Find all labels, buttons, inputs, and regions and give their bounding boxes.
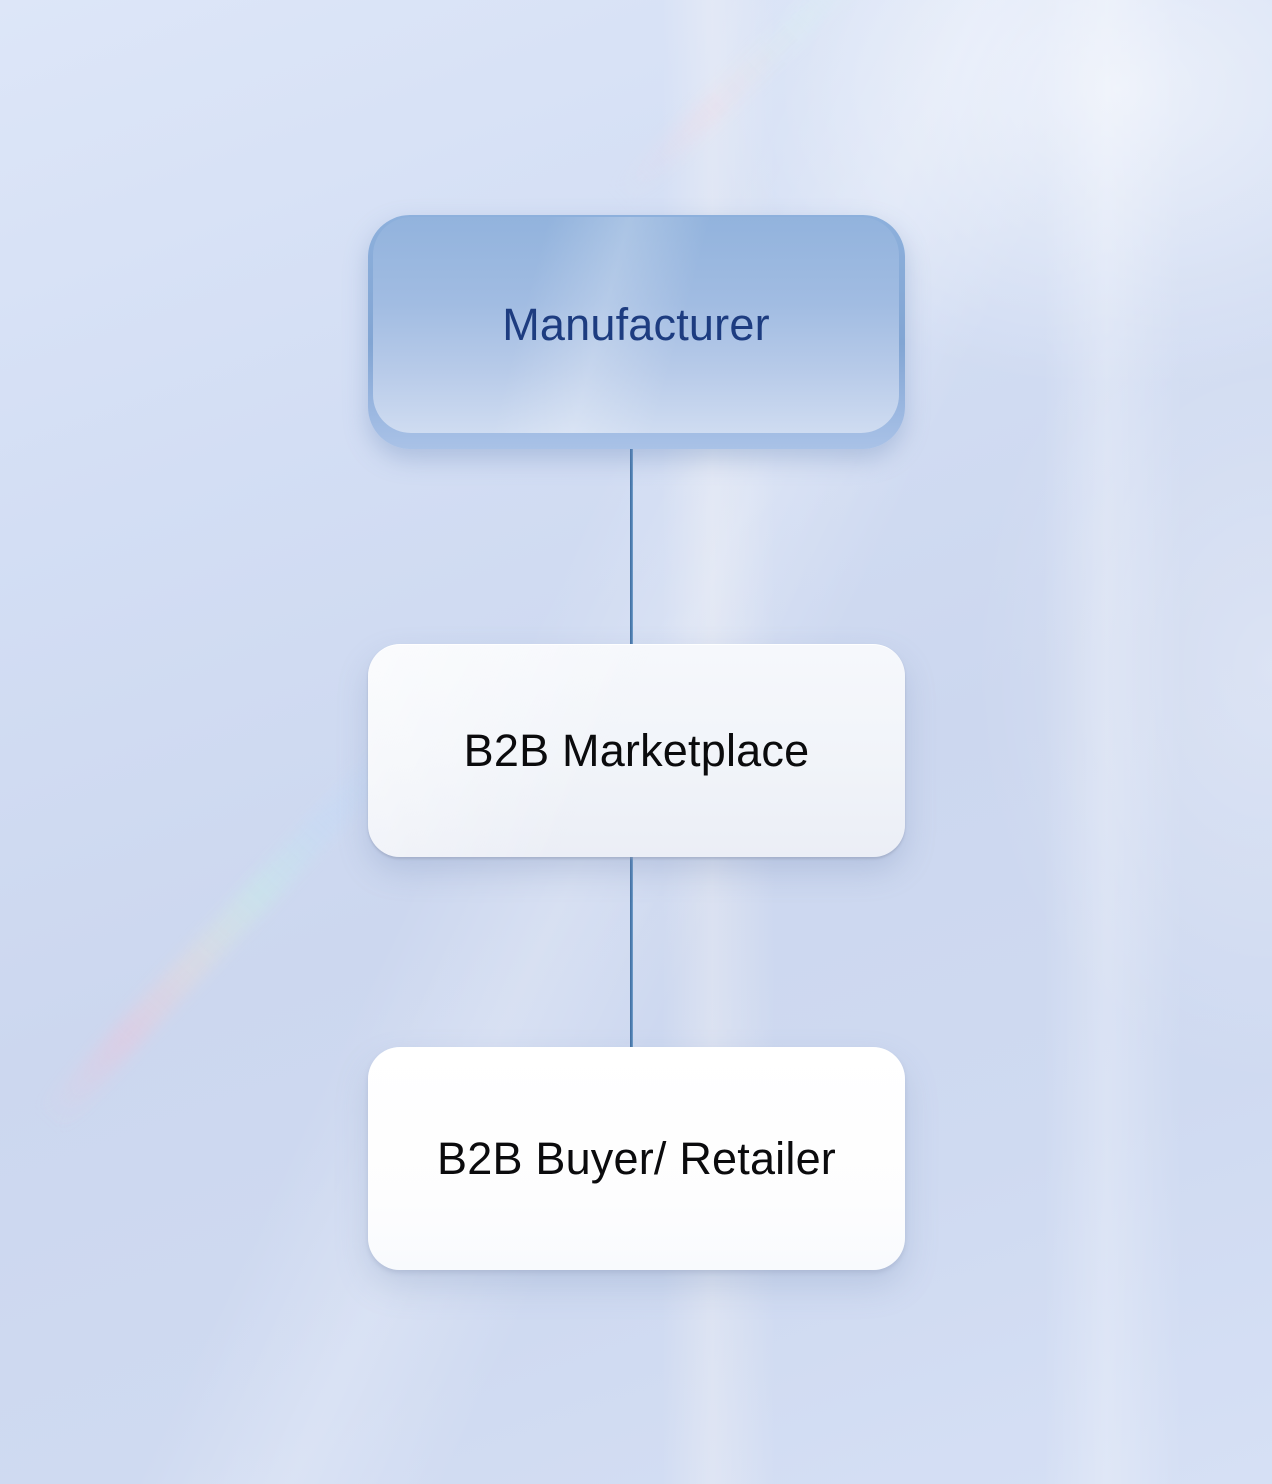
node-b2b-buyer-retailer-label: B2B Buyer/ Retailer: [437, 1132, 836, 1184]
node-manufacturer: Manufacturer: [368, 215, 905, 449]
prism-flare-streak-2: [609, 0, 931, 209]
node-b2b-buyer-retailer: B2B Buyer/ Retailer: [368, 1047, 905, 1270]
node-manufacturer-label: Manufacturer: [502, 299, 770, 350]
node-b2b-marketplace-label: B2B Marketplace: [463, 725, 810, 776]
connector-marketplace-to-buyer: [630, 854, 633, 1050]
node-b2b-marketplace: B2B Marketplace: [368, 644, 905, 857]
connector-manufacturer-to-marketplace: [630, 446, 633, 648]
node-manufacturer-face: Manufacturer: [373, 217, 899, 433]
